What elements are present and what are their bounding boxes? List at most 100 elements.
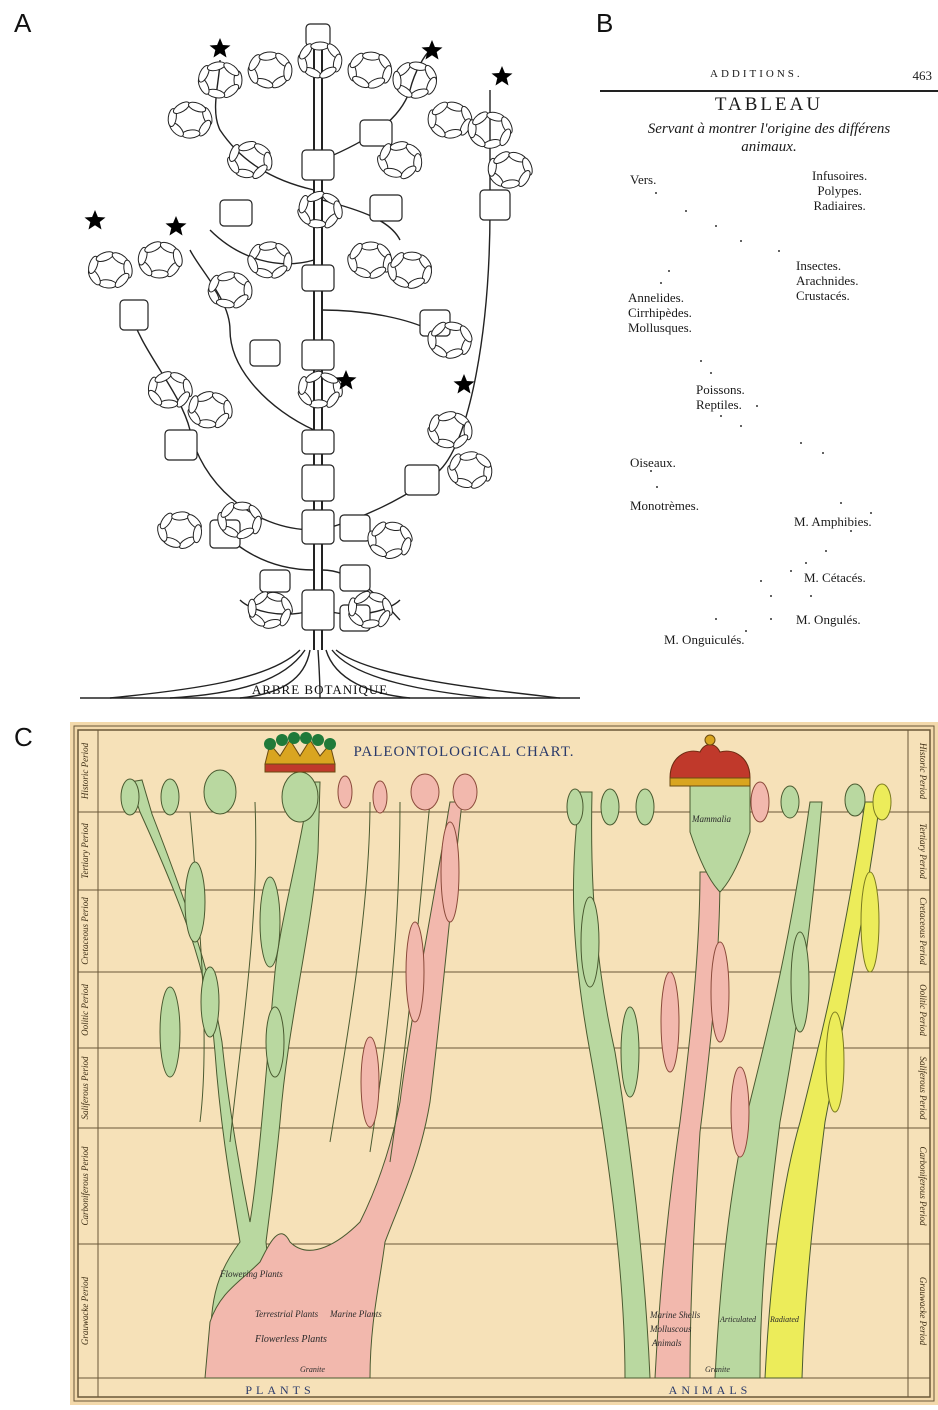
leaf bbox=[483, 138, 502, 150]
botanical-tree-panel: ARBRE BOTANIQUE bbox=[70, 10, 590, 710]
panel-label-c: C bbox=[14, 722, 33, 753]
leaf bbox=[501, 179, 520, 189]
connection-dot bbox=[756, 405, 758, 407]
group-item: Annelides. bbox=[628, 290, 692, 305]
connection-dot bbox=[700, 360, 702, 362]
period-label-right: Grauwacke Period bbox=[918, 1277, 928, 1346]
leaf bbox=[187, 100, 207, 114]
group-ongules: M. Ongulés. bbox=[796, 612, 861, 627]
botanical-tree-drawing: ARBRE BOTANIQUE bbox=[70, 10, 590, 710]
leaf bbox=[348, 241, 365, 260]
leaf bbox=[222, 61, 241, 78]
period-label-right: Tertiary Period bbox=[918, 823, 928, 879]
leaf bbox=[113, 271, 131, 290]
label-articulated: Articulated bbox=[719, 1315, 757, 1324]
leaf bbox=[311, 42, 329, 51]
panel-label-a: A bbox=[14, 8, 31, 39]
connection-dot bbox=[805, 562, 807, 564]
leaf bbox=[172, 100, 192, 116]
label-plants: PLANTS bbox=[245, 1383, 314, 1397]
period-label-left: Saliferous Period bbox=[80, 1056, 90, 1119]
lamarck-tableau-panel: ADDITIONS. 463 TABLEAU Servant à montrer… bbox=[600, 50, 938, 670]
leaf bbox=[430, 100, 449, 117]
leaf bbox=[492, 149, 511, 165]
group-item: M. Ongulés. bbox=[796, 612, 861, 627]
connection-dot bbox=[760, 580, 762, 582]
connection-dot bbox=[770, 595, 772, 597]
chart-title: PALEONTOLOGICAL CHART. bbox=[353, 744, 574, 760]
label-marine-shells: Marine Shells bbox=[649, 1310, 701, 1320]
page-number: 463 bbox=[913, 68, 933, 84]
leaf bbox=[150, 270, 168, 278]
group-insectes: Insectes. Arachnides. Crustacés. bbox=[796, 258, 858, 303]
leaf bbox=[369, 543, 389, 559]
period-label-left: Cretaceous Period bbox=[80, 897, 90, 965]
leaf bbox=[410, 87, 430, 100]
connection-dot bbox=[715, 225, 717, 227]
leaf bbox=[222, 82, 241, 99]
connection-dot bbox=[745, 630, 747, 632]
leaf bbox=[437, 410, 457, 423]
group-vers: Vers. bbox=[630, 172, 656, 187]
leaf bbox=[469, 474, 488, 491]
period-label-left: Tertiary Period bbox=[80, 823, 90, 879]
leaf bbox=[458, 324, 474, 344]
leaf bbox=[361, 242, 379, 251]
group-item: Mollusques. bbox=[628, 320, 692, 335]
label-radiated: Radiated bbox=[769, 1315, 800, 1324]
leaf bbox=[143, 240, 163, 255]
leaf bbox=[376, 609, 392, 629]
group-item: M. Onguiculés. bbox=[664, 632, 745, 647]
connection-dot bbox=[770, 618, 772, 620]
leaf bbox=[219, 500, 237, 519]
label-granite-plants: Granite bbox=[300, 1365, 325, 1374]
arbre-botanique-caption: ARBRE BOTANIQUE bbox=[252, 682, 388, 697]
connection-dot bbox=[840, 502, 842, 504]
leaf bbox=[246, 254, 260, 274]
period-label-left: Grauwacke Period bbox=[80, 1276, 90, 1345]
leaf bbox=[182, 129, 201, 139]
leaf bbox=[98, 279, 117, 289]
group-item: M. Amphibies. bbox=[794, 514, 872, 529]
connection-dot bbox=[740, 425, 742, 427]
leaf bbox=[213, 411, 231, 430]
connection-dot bbox=[685, 210, 687, 212]
group-item: M. Cétacés. bbox=[804, 570, 866, 585]
connection-dot bbox=[710, 372, 712, 374]
leaf bbox=[158, 511, 175, 530]
connection-dot bbox=[822, 452, 824, 454]
label-animals-bottom: ANIMALS bbox=[669, 1383, 752, 1397]
group-item: Oiseaux. bbox=[630, 455, 676, 470]
leaf bbox=[444, 347, 464, 360]
leaf bbox=[192, 524, 202, 543]
group-item: Reptiles. bbox=[696, 397, 745, 412]
paleontological-chart-drawing: PALEONTOLOGICAL CHART. Historic PeriodTe… bbox=[70, 722, 938, 1405]
header-rule bbox=[600, 90, 938, 92]
period-label-right: Cretaceous Period bbox=[918, 897, 928, 965]
period-label-left: Oolitic Period bbox=[80, 984, 90, 1036]
leaf bbox=[259, 241, 278, 252]
leaf bbox=[471, 110, 490, 127]
connection-dot bbox=[660, 282, 662, 284]
period-label-right: Carboniferous Period bbox=[918, 1147, 928, 1226]
connection-dot bbox=[778, 250, 780, 252]
label-granite-animals: Granite bbox=[705, 1365, 730, 1374]
group-amphibies: M. Amphibies. bbox=[794, 514, 872, 529]
group-item: Poissons. bbox=[696, 382, 745, 397]
leaf bbox=[324, 390, 341, 409]
leaf bbox=[368, 265, 388, 281]
period-label-right: Oolitic Period bbox=[918, 984, 928, 1036]
connection-dot bbox=[740, 240, 742, 242]
group-item: Arachnides. bbox=[796, 273, 858, 288]
leaf bbox=[474, 452, 493, 470]
leaf bbox=[159, 400, 177, 408]
leaf bbox=[171, 511, 190, 520]
group-item: Insectes. bbox=[796, 258, 858, 273]
group-item: Vers. bbox=[630, 172, 656, 187]
group-item: Cirrhipèdes. bbox=[628, 305, 692, 320]
connection-dot bbox=[655, 192, 657, 194]
label-flowering-plants: Flowering Plants bbox=[219, 1269, 283, 1279]
connection-dot bbox=[656, 486, 658, 488]
panel-label-b: B bbox=[596, 8, 613, 39]
